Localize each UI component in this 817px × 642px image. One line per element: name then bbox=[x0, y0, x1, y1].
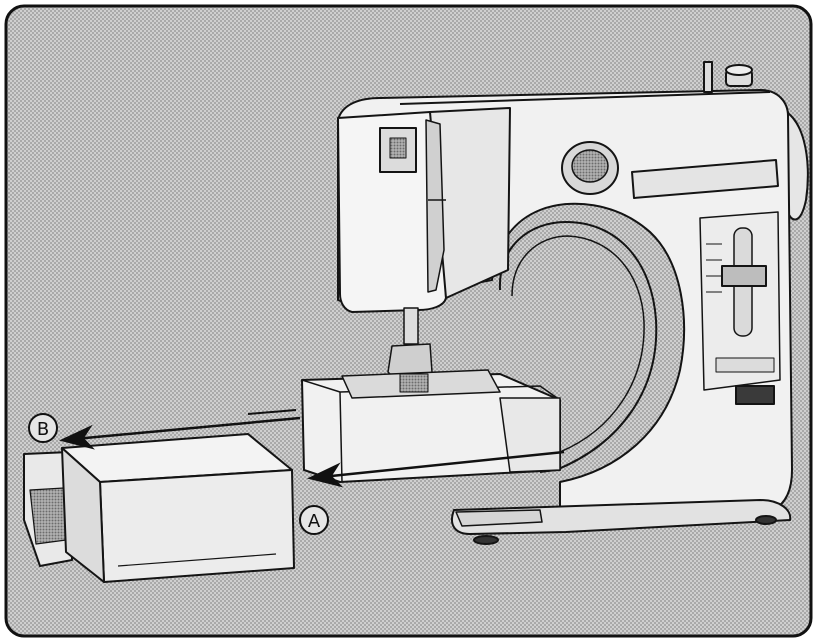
callout-a-circle bbox=[299, 505, 329, 535]
callout-a: A bbox=[299, 505, 329, 535]
spool-pin bbox=[703, 61, 713, 93]
stitch-slider bbox=[721, 265, 767, 287]
callout-a-label: A bbox=[308, 511, 321, 532]
accessory-box bbox=[23, 433, 295, 583]
model-panel bbox=[631, 159, 779, 199]
arm-inner-curve bbox=[498, 221, 658, 473]
reverse-button bbox=[735, 385, 775, 405]
arrow-b-to-accessory bbox=[59, 416, 301, 450]
callout-b-circle bbox=[28, 413, 58, 443]
callout-b: B bbox=[28, 413, 58, 443]
callout-b-label: B bbox=[37, 419, 49, 440]
arrow-a-to-bed bbox=[307, 450, 565, 488]
machine-base bbox=[451, 499, 792, 535]
sewing-machine bbox=[301, 61, 809, 545]
stitch-dial bbox=[561, 141, 619, 195]
needle-bar bbox=[403, 307, 419, 345]
callout-arrows bbox=[59, 409, 565, 488]
